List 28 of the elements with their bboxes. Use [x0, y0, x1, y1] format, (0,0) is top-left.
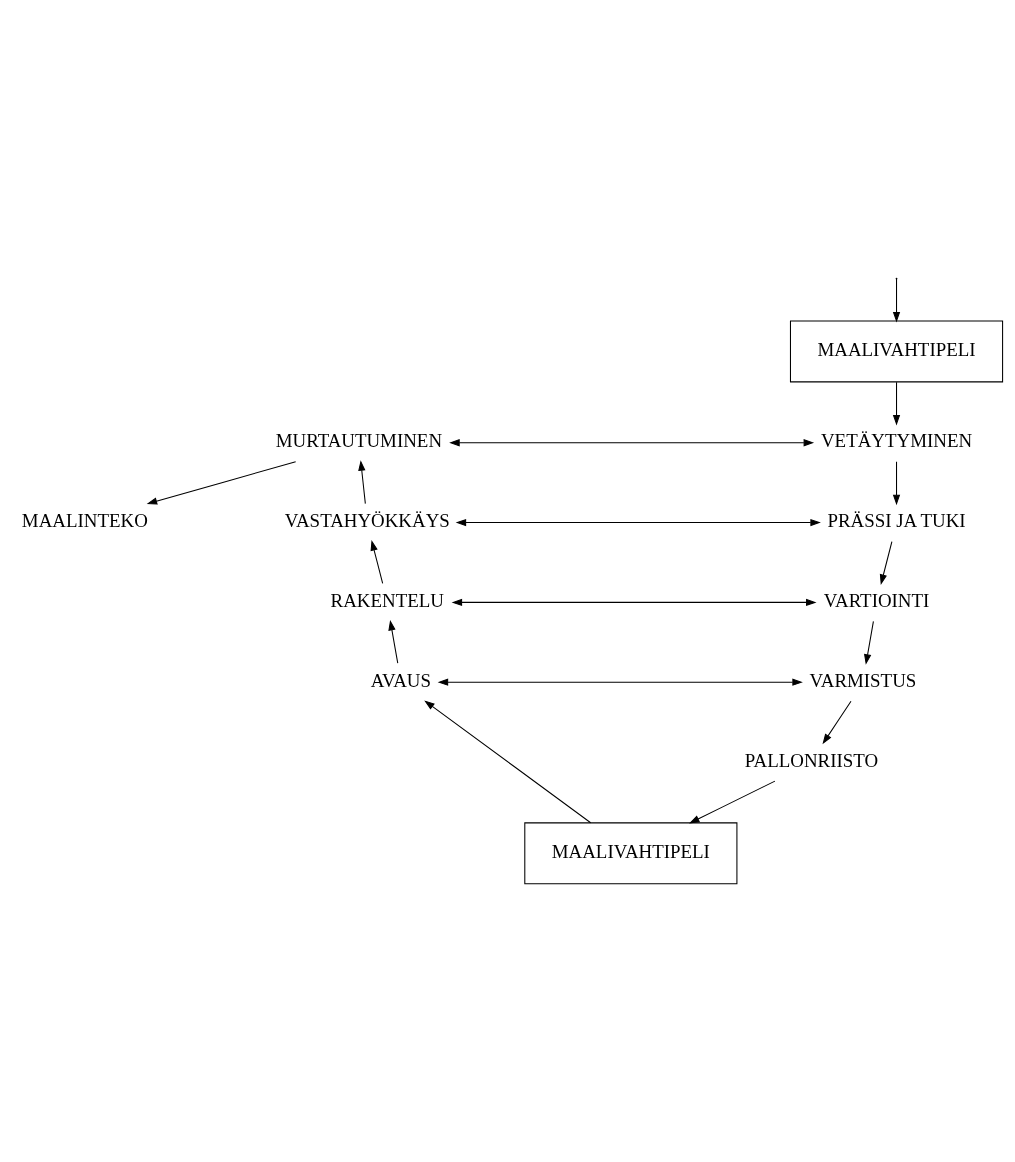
arrow: [879, 541, 892, 585]
node-text: MURTAUTUMINEN: [275, 430, 442, 452]
node-box: MAALIVAHTIPELI: [789, 320, 1003, 383]
arrow: [451, 598, 817, 607]
node-text: VASTAHYÖKKÄYS: [284, 510, 450, 532]
arrow: [892, 278, 900, 323]
arrow: [370, 540, 383, 584]
node-text: VARTIOINTI: [823, 590, 929, 611]
arrow: [688, 780, 775, 824]
arrow: [863, 620, 874, 665]
node-text: PRÄSSI JA TUKI: [826, 510, 966, 532]
arrow: [455, 518, 821, 527]
node-box: MAALIVAHTIPELI: [523, 822, 737, 885]
node-text: RAKENTELU: [330, 590, 444, 611]
arrow: [357, 460, 366, 505]
arrow: [821, 700, 852, 745]
node-text: VETÄYTYMINEN: [820, 430, 972, 452]
arrow: [437, 678, 803, 686]
arrow: [892, 381, 900, 426]
arrow: [448, 439, 814, 447]
node-text: PALLONRIISTO: [744, 749, 878, 771]
node-text: AVAUS: [370, 669, 431, 691]
node-text: MAALINTEKO: [21, 510, 148, 532]
arrow: [387, 619, 398, 664]
node-text: VARMISTUS: [809, 669, 916, 691]
arrow: [146, 461, 296, 505]
arrow: [423, 700, 591, 824]
arrow: [892, 461, 900, 506]
